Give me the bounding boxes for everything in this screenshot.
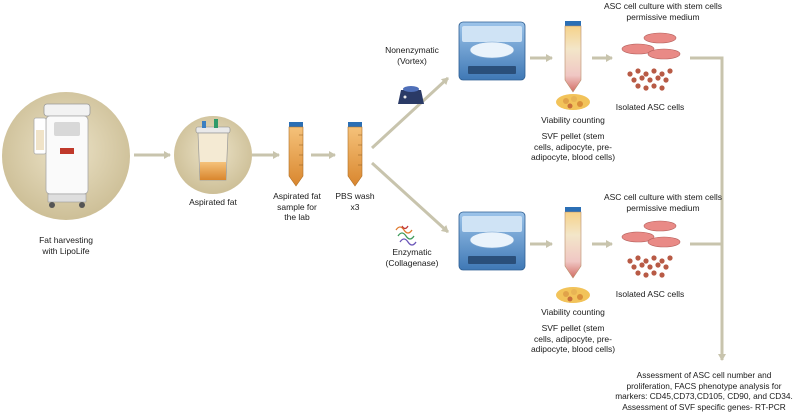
arrow-wash-to-nonenzymatic xyxy=(370,76,450,150)
asc-culture-top-label: ASC cell culture with stem cells permiss… xyxy=(603,1,723,22)
isolated-asc-top-label: Isolated ASC cells xyxy=(615,102,685,112)
asc-culture-bottom-label: ASC cell culture with stem cells permiss… xyxy=(603,192,723,213)
flow-arrows xyxy=(134,54,726,361)
viability-bottom-label: Viability counting xyxy=(541,307,605,317)
svf-pellet-icon xyxy=(556,287,590,303)
conical-tube-icon xyxy=(347,122,363,187)
arrow-wash-to-enzymatic xyxy=(370,161,450,234)
centrifuge-icon xyxy=(458,211,526,271)
isolated-asc-bottom-label: Isolated ASC cells xyxy=(615,289,685,299)
svf-pellet-icon xyxy=(556,94,590,110)
nonenzymatic-label: Nonenzymatic (Vortex) xyxy=(385,45,439,66)
aspirated-fat-sample-label: Aspirated fat sample for the lab xyxy=(273,191,321,222)
culture-dish-icon xyxy=(621,32,681,60)
fat-harvesting-label: Fat harvesting with LipoLife xyxy=(39,235,93,256)
vortex-mixer-icon xyxy=(398,86,424,104)
enzymatic-label: Enzymatic (Collagenase) xyxy=(385,247,439,268)
cell-cluster-icon xyxy=(627,68,673,91)
gradient-tube-icon xyxy=(564,207,582,279)
assessment-label: Assessment of ASC cell number and prolif… xyxy=(615,370,793,412)
viability-top-label: Viability counting xyxy=(541,115,605,125)
liposuction-machine-icon xyxy=(2,92,130,220)
pbs-wash-label: PBS wash x3 xyxy=(335,191,375,212)
svf-bottom-label: SVF pellet (stem cells, adipocyte, pre- … xyxy=(530,323,616,354)
svf-top-label: SVF pellet (stem cells, adipocyte, pre- … xyxy=(530,131,616,162)
collagenase-enzyme-icon xyxy=(395,225,417,246)
gradient-tube-icon xyxy=(564,21,582,93)
culture-dish-icon xyxy=(621,220,681,248)
cell-cluster-icon xyxy=(627,255,673,278)
centrifuge-icon xyxy=(458,21,526,81)
aspirated-fat-label: Aspirated fat xyxy=(189,197,237,207)
conical-tube-icon xyxy=(288,122,304,187)
arrow-top-to-assessment xyxy=(690,56,724,355)
fat-canister-icon xyxy=(174,116,252,194)
